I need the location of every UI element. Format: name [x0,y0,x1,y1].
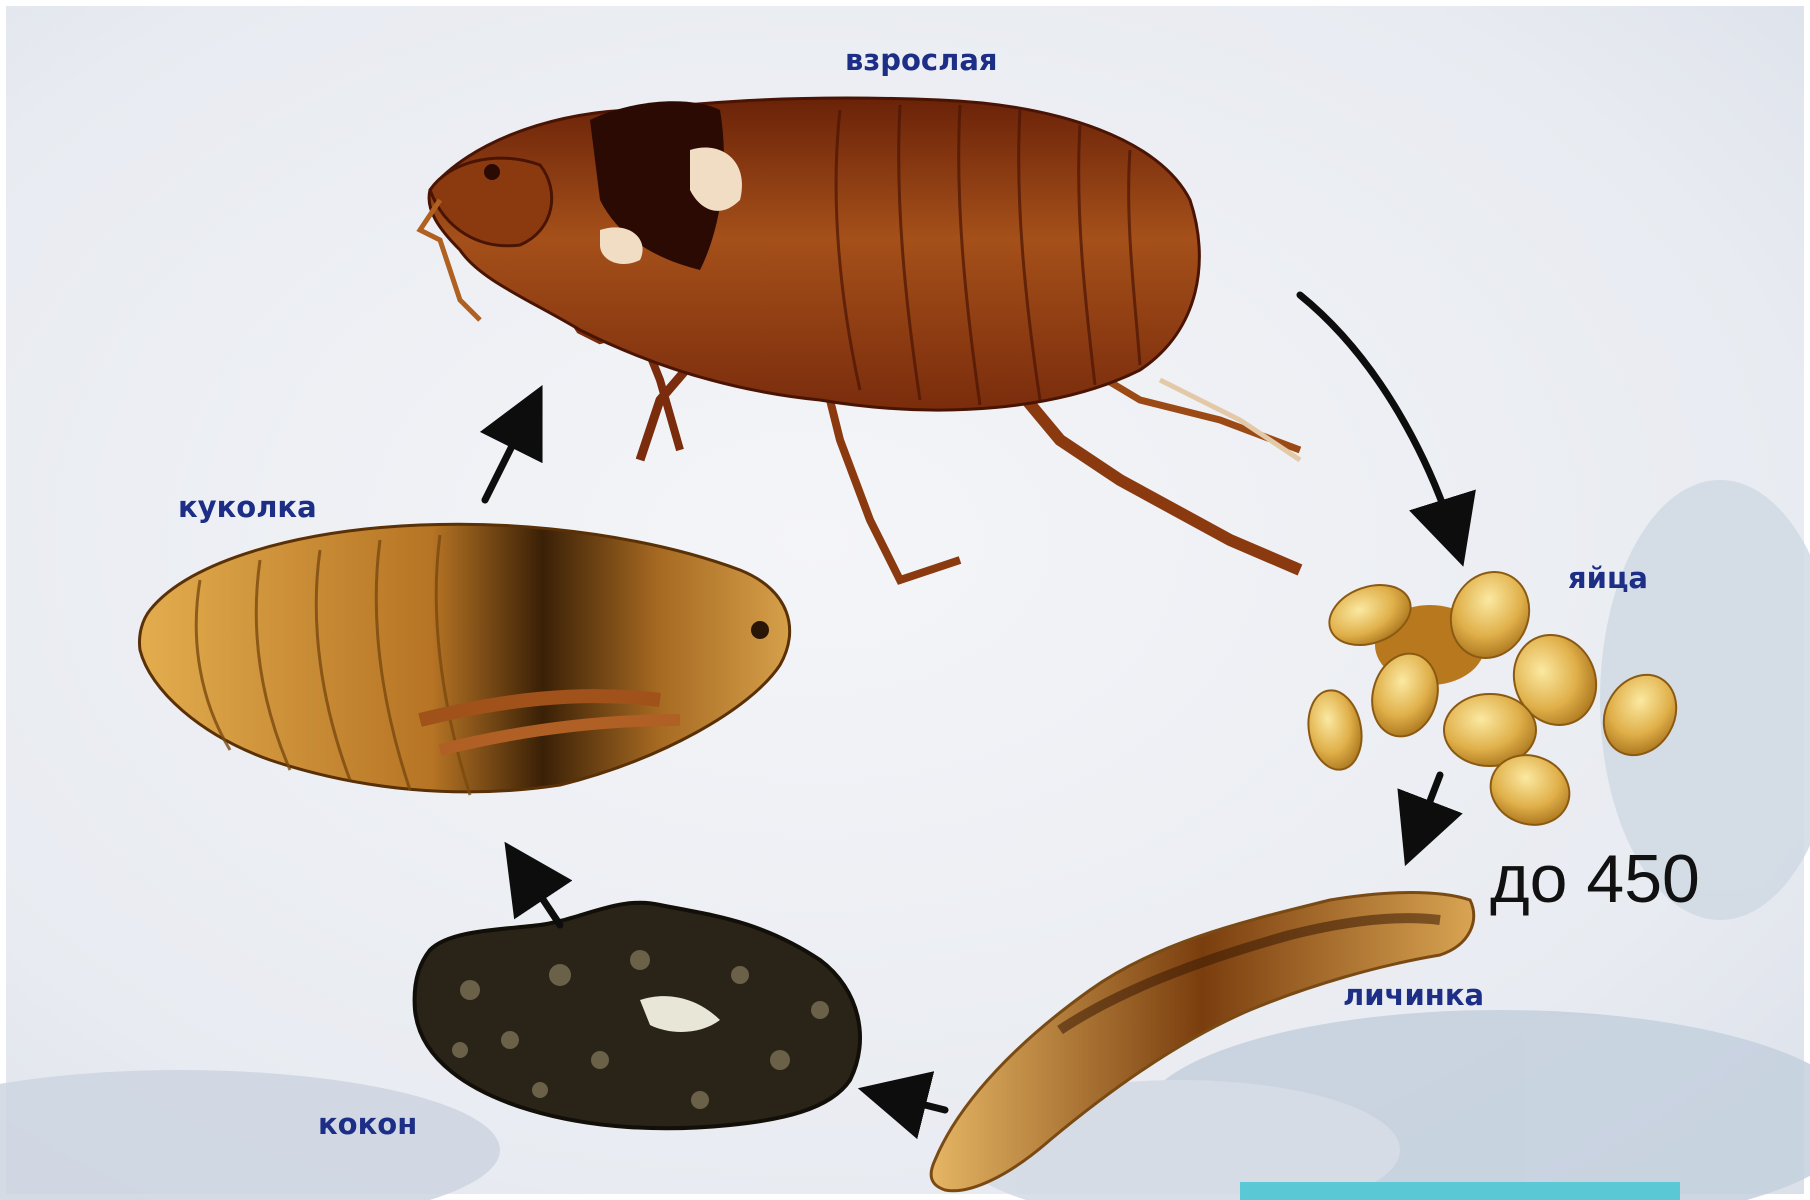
corner-bar [1240,1182,1680,1200]
label-larva: личинка [1343,978,1484,1012]
label-eggs: яйца [1568,561,1648,595]
egg-count-label: до 450 [1490,840,1700,918]
label-cocoon: кокон [318,1107,417,1141]
label-pupa: куколка [178,490,317,524]
label-adult: взрослая [845,43,998,77]
